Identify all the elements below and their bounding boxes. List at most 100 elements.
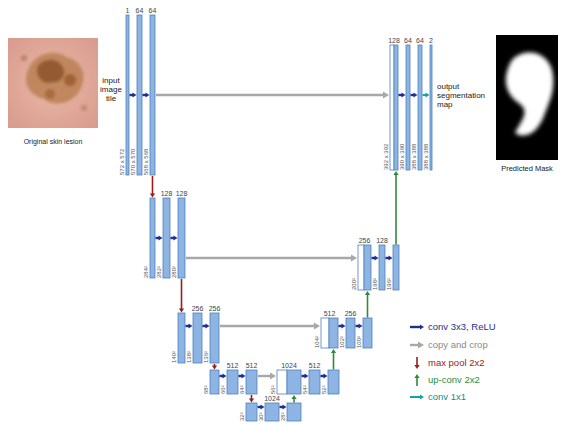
feature-map xyxy=(418,45,422,170)
conv-arrow xyxy=(411,93,418,98)
lesion-area xyxy=(26,53,84,104)
feature-map xyxy=(137,15,142,175)
channel-count: 2 xyxy=(429,37,433,44)
feature-map xyxy=(150,198,155,278)
lesion-spot xyxy=(81,105,87,111)
mask-background xyxy=(496,35,558,160)
conv-arrow xyxy=(302,374,309,379)
lesion-core xyxy=(37,60,64,83)
arrow-head xyxy=(314,323,320,330)
arrow-shaft xyxy=(186,257,352,259)
up-conv-arrow xyxy=(291,395,296,403)
copy-crop-arrow xyxy=(410,342,424,349)
copied-feature-map xyxy=(358,245,364,290)
conv-arrow xyxy=(410,325,424,330)
arrow-shaft xyxy=(186,325,190,327)
arrow-head xyxy=(206,324,210,329)
feature-map xyxy=(287,403,301,421)
channel-count: 64 xyxy=(404,37,412,44)
arrow-shaft xyxy=(399,94,403,96)
dimension-label: 100² xyxy=(356,336,362,348)
feature-map xyxy=(126,15,129,175)
channel-count: 128 xyxy=(176,190,188,197)
arrow-head xyxy=(418,342,424,349)
feature-map xyxy=(163,198,170,278)
channel-count: 128 xyxy=(161,190,173,197)
dimension-label: 388 x 388 xyxy=(423,144,429,170)
conv-arrow xyxy=(143,93,150,98)
arrow-shaft xyxy=(410,326,421,328)
lesion-spot xyxy=(45,89,55,99)
feature-map xyxy=(363,318,372,348)
arrow-head xyxy=(393,171,398,175)
dimension-label: 32² xyxy=(239,412,245,421)
legend-text: conv 3x3, ReLU xyxy=(428,322,496,332)
dimension-label: 102² xyxy=(339,336,345,348)
feature-map xyxy=(193,313,202,363)
feature-map xyxy=(406,45,410,170)
feature-map xyxy=(178,313,185,363)
copied-feature-map xyxy=(321,318,329,348)
arrow-shaft xyxy=(293,399,295,403)
channel-count: 512 xyxy=(246,362,258,369)
dimension-label: 196² xyxy=(386,278,392,290)
dimension-label: 284² xyxy=(143,266,149,278)
arrow-head xyxy=(261,405,265,410)
dimension-label: 280² xyxy=(171,266,177,278)
image-caption: Original skin lesion xyxy=(3,138,103,146)
arrow-head xyxy=(402,93,406,98)
conv-arrow xyxy=(156,236,163,241)
conv-arrow xyxy=(321,374,328,379)
arrow-shaft xyxy=(333,353,335,370)
dimension-label: 392 x 392 xyxy=(383,144,389,170)
arrow-shaft xyxy=(181,279,183,309)
arrow-shaft xyxy=(372,257,376,259)
channel-count: 256 xyxy=(359,237,371,244)
arrow-head xyxy=(414,93,418,98)
arrow-head xyxy=(305,374,309,379)
lesion-spot xyxy=(21,55,27,61)
arrow-head xyxy=(242,374,246,379)
channel-count: 64 xyxy=(136,7,144,14)
arrow-shaft xyxy=(280,406,284,408)
legend-text: max pool 2x2 xyxy=(428,358,485,368)
channel-count: 64 xyxy=(416,37,424,44)
arrow-shaft xyxy=(143,94,147,96)
feature-map xyxy=(287,370,301,394)
arrow-shaft xyxy=(410,396,421,398)
arrow-shaft xyxy=(251,395,253,399)
up-conv-arrow xyxy=(414,374,419,386)
arrow-shaft xyxy=(239,375,243,377)
channel-count: 256 xyxy=(209,305,221,312)
up-conv-arrow xyxy=(365,291,370,318)
channel-count: 512 xyxy=(324,310,336,317)
copy-crop-arrow xyxy=(156,92,389,99)
mask-region xyxy=(506,52,553,135)
dimension-label: 282² xyxy=(156,266,162,278)
dimension-label: 104² xyxy=(314,336,320,348)
conv-arrow xyxy=(203,324,210,329)
arrow-head xyxy=(359,324,363,329)
channel-count: 1024 xyxy=(281,362,297,369)
feature-map xyxy=(329,318,338,348)
feature-map xyxy=(150,15,155,175)
dimension-label: 572 x 572 xyxy=(119,149,125,175)
arrow-shaft xyxy=(258,375,271,377)
arrow-head xyxy=(146,93,150,98)
arrow-shaft xyxy=(411,94,415,96)
arrow-head xyxy=(223,374,227,379)
feature-map xyxy=(265,403,279,421)
arrow-head xyxy=(389,256,393,261)
copy-crop-arrow xyxy=(220,323,320,330)
arrow-shaft xyxy=(386,257,390,259)
feature-map xyxy=(393,245,399,290)
conv-arrow xyxy=(372,256,379,261)
arrow-shaft xyxy=(258,406,262,408)
feature-map xyxy=(328,370,339,394)
max-pool-arrow xyxy=(212,364,217,370)
feature-map xyxy=(394,45,398,170)
channel-count: 512 xyxy=(227,362,239,369)
arrow-shaft xyxy=(416,357,418,366)
arrow-head xyxy=(420,395,424,400)
